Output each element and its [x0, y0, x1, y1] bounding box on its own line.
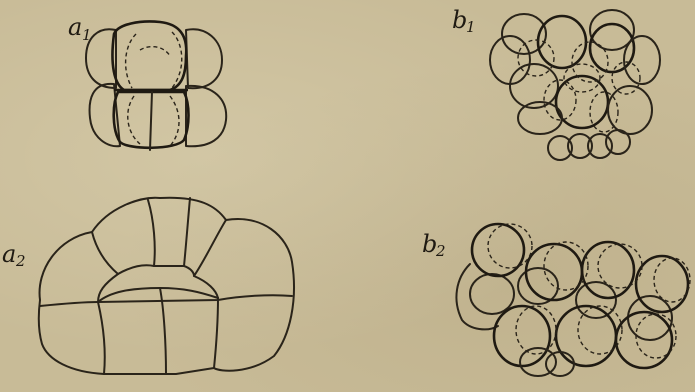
- a1-hidden-lower-right: [170, 96, 179, 146]
- b1-hidden-1: [518, 40, 554, 76]
- a2-inner-arch-2: [98, 274, 118, 302]
- b2-cell-1: [472, 224, 524, 276]
- b1-cell-8: [556, 76, 608, 128]
- a2-cell-sep-4: [194, 220, 226, 276]
- a1-cell-top-right: [186, 29, 222, 88]
- b2-back-cell-3: [576, 282, 616, 318]
- label-a2-letter: a: [2, 240, 16, 268]
- label-b1-sub: 1: [466, 18, 476, 36]
- b2-hidden-3: [598, 244, 642, 288]
- b2-cell-4: [636, 256, 688, 312]
- b1-cell-14: [606, 130, 630, 154]
- a2-lower-sep-3: [214, 298, 218, 368]
- a1-cell-center-top: [112, 22, 186, 91]
- figure-a1: a 1: [68, 13, 226, 150]
- a2-cell-sep-3: [184, 198, 190, 266]
- b2-back-cell-1: [470, 274, 514, 314]
- b2-cell-9: [546, 352, 574, 376]
- figure-a2: a 2: [2, 198, 294, 374]
- label-a1-letter: a: [68, 13, 82, 41]
- a1-cell-bottom-right: [186, 86, 226, 146]
- b1-cell-7: [510, 64, 558, 108]
- a1-cleavage-line: [150, 92, 152, 150]
- label-a2-sub: 2: [15, 252, 26, 270]
- a1-hidden-lower-left: [128, 96, 140, 144]
- b2-back-cell-4: [628, 296, 672, 340]
- a1-hidden-left: [126, 34, 136, 88]
- label-b2-sub: 2: [435, 242, 446, 260]
- b2-cell-2: [526, 244, 582, 300]
- b2-hidden-1: [488, 224, 532, 268]
- a2-cell-sep-2: [148, 200, 155, 266]
- b2-hidden-4: [654, 258, 690, 302]
- b1-cell-3: [490, 36, 530, 84]
- a2-equator: [40, 295, 292, 306]
- figure-b2: b 2: [422, 224, 690, 376]
- b1-cell-6: [624, 36, 660, 84]
- a2-cell-sep-1: [92, 232, 118, 274]
- b1-cell-9: [608, 86, 652, 134]
- figure-b1: b 1: [452, 6, 660, 160]
- a1-cell-bottom-left: [90, 84, 120, 146]
- b2-hidden-7: [636, 314, 676, 358]
- b1-hidden-4: [590, 92, 618, 132]
- b2-cell-3: [582, 242, 634, 298]
- a2-lower-sep-1: [98, 302, 105, 374]
- a1-hidden-arc: [140, 47, 170, 56]
- b2-back-cell-2: [518, 268, 558, 304]
